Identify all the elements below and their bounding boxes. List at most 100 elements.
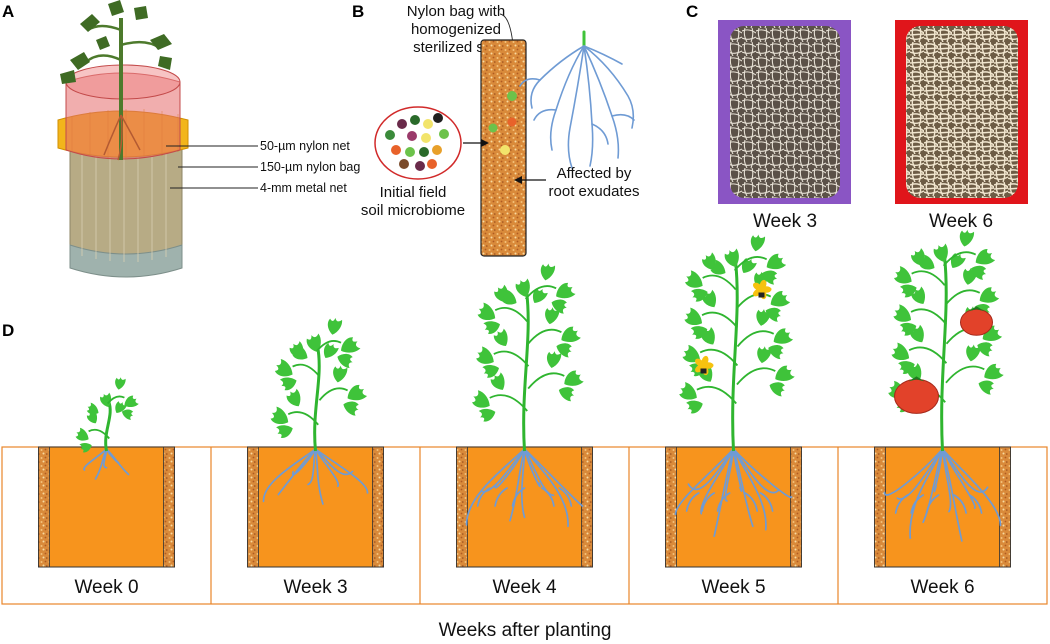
root bbox=[732, 448, 793, 499]
photo-week-6-label: Week 6 bbox=[929, 211, 993, 232]
root bbox=[922, 448, 944, 524]
branch bbox=[292, 363, 320, 377]
leaf bbox=[275, 421, 295, 440]
root bbox=[511, 487, 526, 507]
soil-block bbox=[874, 446, 1011, 568]
root bbox=[941, 448, 963, 542]
panel-d-letter: D bbox=[2, 321, 14, 340]
tomato bbox=[894, 376, 939, 414]
mesh-strip-left bbox=[874, 446, 886, 568]
flower bbox=[694, 355, 714, 376]
soil-block bbox=[665, 446, 802, 568]
microbiome-label-line-2: soil microbiome bbox=[361, 202, 465, 219]
branch bbox=[702, 274, 737, 291]
root bbox=[732, 448, 743, 492]
stem bbox=[313, 345, 321, 452]
root-system bbox=[262, 448, 369, 505]
root bbox=[941, 448, 989, 493]
panel-a: A bbox=[2, 0, 360, 278]
leaf bbox=[685, 397, 705, 416]
panel-b-letter: B bbox=[352, 2, 364, 21]
branch bbox=[318, 387, 349, 401]
leaf bbox=[539, 262, 556, 282]
root bbox=[105, 448, 130, 476]
root bbox=[732, 448, 754, 528]
branch bbox=[527, 372, 565, 390]
mesh-strip-right bbox=[790, 446, 802, 568]
branch bbox=[524, 285, 557, 300]
root bbox=[685, 492, 700, 512]
leaf bbox=[73, 427, 92, 444]
root bbox=[701, 492, 716, 512]
bag-label-line-3: sterilized soil bbox=[413, 39, 499, 56]
tomato-calyx bbox=[968, 306, 985, 312]
week-label: Week 4 bbox=[492, 577, 557, 598]
branch bbox=[494, 307, 528, 322]
leaf bbox=[763, 251, 788, 275]
plant bbox=[268, 316, 369, 452]
branch bbox=[701, 311, 738, 329]
leaf bbox=[278, 374, 299, 392]
leaf bbox=[891, 265, 916, 288]
plant bbox=[676, 233, 796, 452]
branch bbox=[910, 308, 947, 325]
petal bbox=[752, 282, 762, 291]
root bbox=[724, 448, 735, 502]
stem bbox=[522, 290, 530, 452]
leaf bbox=[473, 345, 498, 369]
mesh-strip-right bbox=[581, 446, 593, 568]
root-diagram bbox=[519, 30, 635, 169]
axis-label: Weeks after planting bbox=[439, 620, 612, 641]
week-label: Week 0 bbox=[74, 577, 138, 598]
petal bbox=[694, 358, 704, 367]
root bbox=[523, 448, 555, 497]
petal bbox=[701, 355, 709, 366]
leaf bbox=[284, 387, 306, 410]
panel-a-callouts: 50-µm nylon net 150-µm nylon bag 4-mm me… bbox=[166, 139, 360, 195]
photo-week-3-rootball bbox=[730, 26, 840, 198]
plant bbox=[469, 262, 585, 452]
branch bbox=[493, 350, 530, 367]
week-panel: Week 5 bbox=[628, 233, 802, 604]
leaf bbox=[545, 349, 562, 370]
leaf bbox=[268, 405, 293, 429]
leaf bbox=[767, 379, 787, 398]
microbiome-circle bbox=[374, 106, 462, 180]
branch bbox=[88, 428, 110, 440]
root bbox=[494, 448, 526, 489]
root bbox=[520, 448, 526, 519]
leaf bbox=[343, 382, 369, 406]
tomato-fruit bbox=[960, 308, 993, 336]
panel-c: C Week 3 Week 6 bbox=[686, 2, 1028, 232]
root bbox=[314, 448, 324, 505]
label-150um-nylon-bag: 150-µm nylon bag bbox=[260, 160, 360, 174]
panel-b: B Nylon bag with homogenized sterilized … bbox=[352, 2, 639, 257]
leaf bbox=[326, 316, 343, 336]
root bbox=[716, 492, 731, 512]
leaf bbox=[475, 301, 500, 325]
root bbox=[968, 494, 983, 514]
leaf bbox=[557, 324, 582, 348]
leaf bbox=[976, 377, 996, 396]
stem bbox=[940, 255, 948, 452]
branch bbox=[736, 330, 775, 348]
week-panel: Week 3 bbox=[210, 316, 384, 604]
panel-a-letter: A bbox=[2, 2, 14, 21]
root bbox=[307, 448, 317, 486]
root-system bbox=[883, 448, 1002, 542]
root bbox=[941, 448, 952, 513]
mesh-strip-left bbox=[247, 446, 259, 568]
root bbox=[896, 448, 944, 500]
root bbox=[480, 448, 526, 493]
root bbox=[523, 448, 584, 507]
root bbox=[759, 492, 774, 512]
exudates-label-line-1: Affected by bbox=[557, 165, 632, 182]
leaf bbox=[337, 334, 362, 358]
branch bbox=[696, 385, 737, 405]
branch bbox=[908, 346, 948, 364]
root bbox=[953, 494, 967, 514]
root bbox=[523, 448, 541, 487]
root bbox=[262, 448, 317, 503]
mesh-strip-right bbox=[372, 446, 384, 568]
